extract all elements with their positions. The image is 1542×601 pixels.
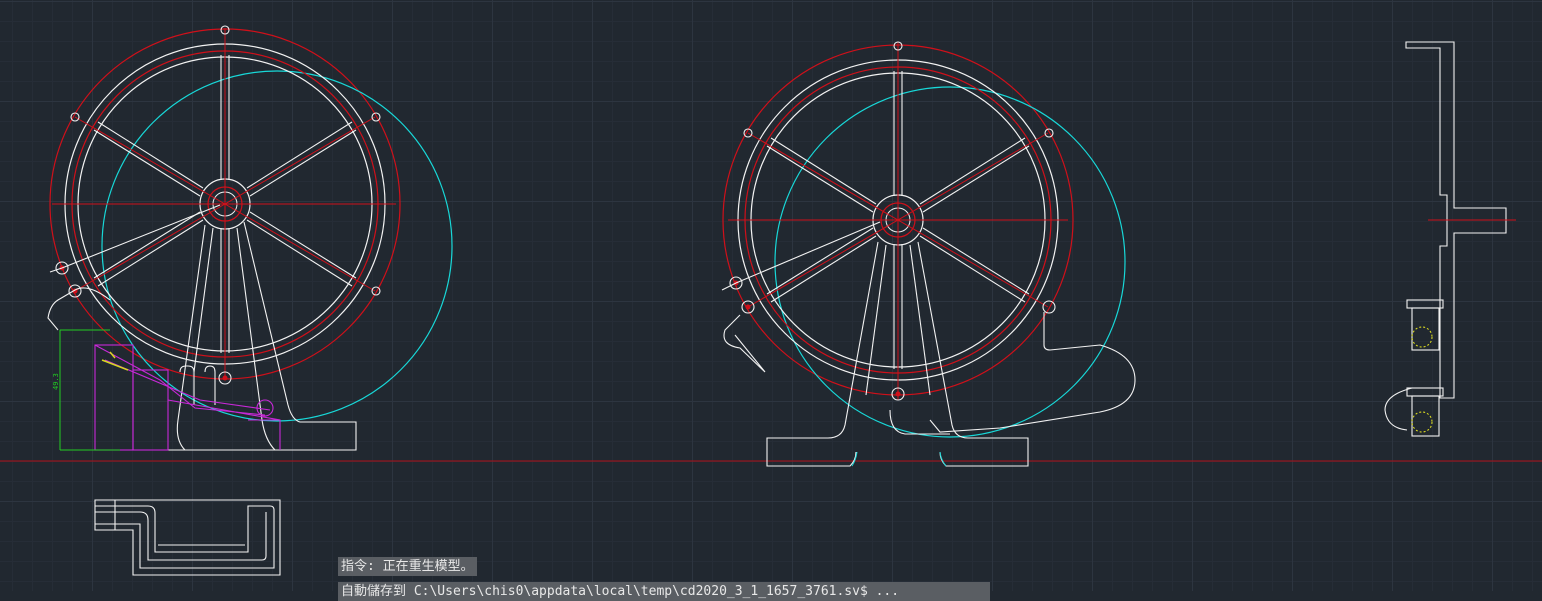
right-clamp-lower <box>1384 387 1444 437</box>
command-line-autosave-message: 自動儲存到 C:\Users\chis0\appdata\local\temp\… <box>338 582 990 601</box>
middle-pin-holes <box>729 41 1056 401</box>
right-clamp-upper <box>1406 299 1444 351</box>
left-dimension-label: 49.3 <box>52 373 60 390</box>
left-spoke-centerlines <box>74 116 376 292</box>
left-cyan-circle <box>101 70 453 422</box>
middle-cyan-circle <box>774 86 1126 438</box>
right-side-view[interactable] <box>1384 41 1516 437</box>
middle-reel-view[interactable] <box>721 41 1136 467</box>
left-stand <box>47 204 357 451</box>
bottom-profile-detail <box>94 499 281 576</box>
right-frame-profile <box>1405 41 1507 399</box>
middle-spokes <box>766 71 1030 369</box>
middle-cyan-feet <box>851 451 947 467</box>
middle-stand <box>721 221 1136 467</box>
left-pin-red-dots <box>59 265 228 381</box>
left-reel-view[interactable]: 49.3 <box>47 25 453 451</box>
middle-spoke-centerlines <box>747 132 1049 308</box>
command-line-history: 指令: 正在重生模型。 <box>338 557 477 576</box>
left-spokes <box>93 55 357 353</box>
left-magenta-construction <box>94 344 281 451</box>
left-pin-holes <box>55 25 381 385</box>
left-green-dimension <box>59 329 120 451</box>
left-yellow-marks <box>101 351 129 371</box>
